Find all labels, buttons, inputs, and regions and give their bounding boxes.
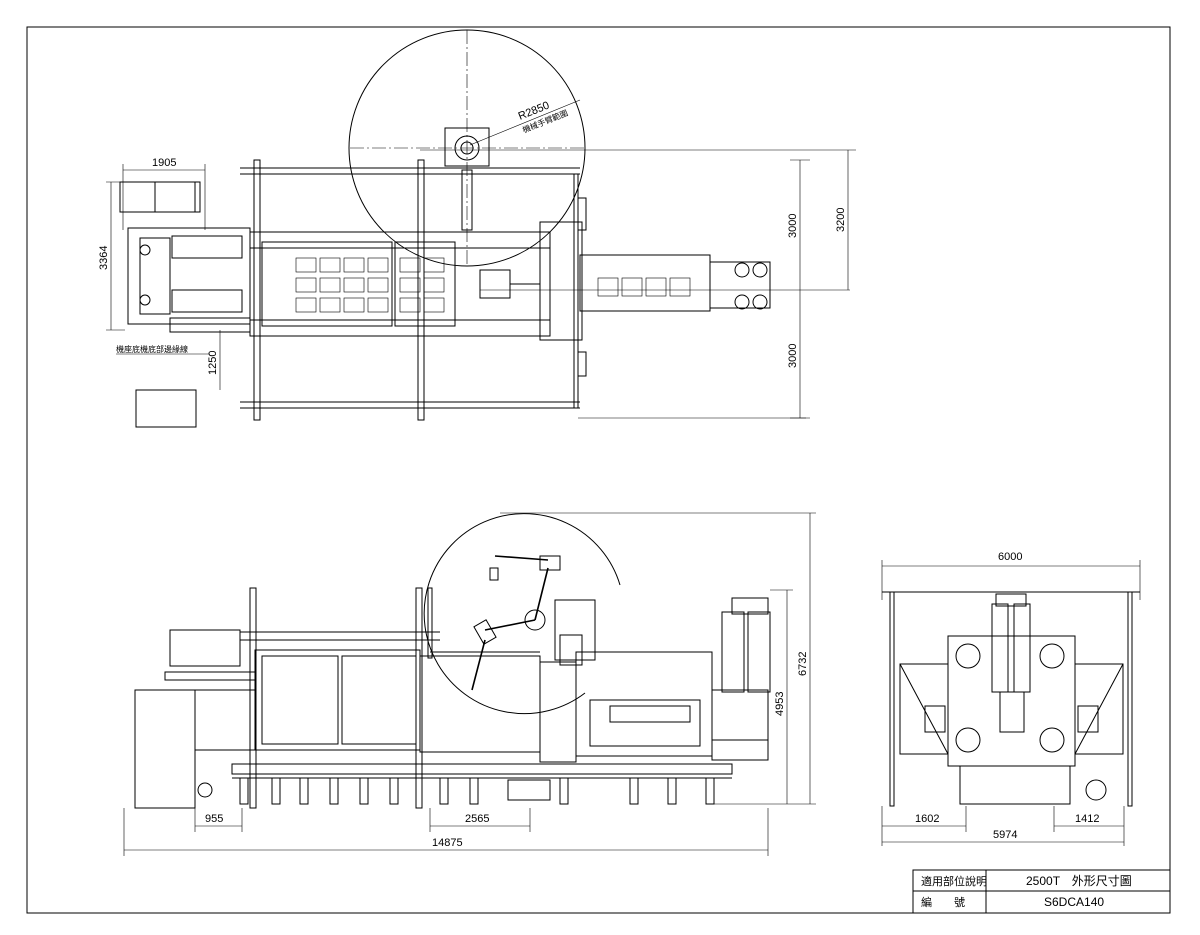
dim-2565: 2565: [465, 813, 489, 825]
dim-3000-lower: 3000: [787, 344, 799, 368]
dim-14875: 14875: [432, 837, 463, 849]
dim-4953: 4953: [774, 692, 786, 716]
title-block-row2-value: S6DCA140: [1044, 895, 1104, 909]
dim-955: 955: [205, 813, 223, 825]
dim-3364: 3364: [98, 246, 110, 270]
dim-6000: 6000: [998, 551, 1022, 563]
dim-6732: 6732: [797, 652, 809, 676]
end-view: 6000 1602 1412 5974: [881, 551, 1141, 846]
title-block-row1-label: 適用部位說明: [921, 874, 987, 888]
dim-1412: 1412: [1075, 813, 1099, 825]
dim-3000-upper: 3000: [787, 214, 799, 238]
dim-1905: 1905: [152, 157, 176, 169]
title-block-row2-label: 編 號: [921, 895, 965, 909]
base-feet: [239, 777, 715, 805]
dim-5974: 5974: [993, 829, 1017, 841]
title-block: 適用部位說明 2500T 外形尺寸圖 編 號 S6DCA140: [912, 869, 1171, 914]
dim-1602: 1602: [915, 813, 939, 825]
drawing-border: [26, 26, 1171, 914]
side-view: 14875 955 2565 4953 6732: [123, 512, 816, 856]
top-view: R2850 機械手臂範圍: [98, 29, 856, 428]
note-box: [135, 389, 197, 428]
title-block-row1-value: 2500T 外形尺寸圖: [1026, 874, 1132, 888]
dim-1250: 1250: [207, 351, 219, 375]
base-edge-label: 機座底機底部邊緣線: [116, 344, 188, 354]
side-robot-reach-arc: [423, 513, 621, 715]
dim-3200: 3200: [835, 208, 847, 232]
